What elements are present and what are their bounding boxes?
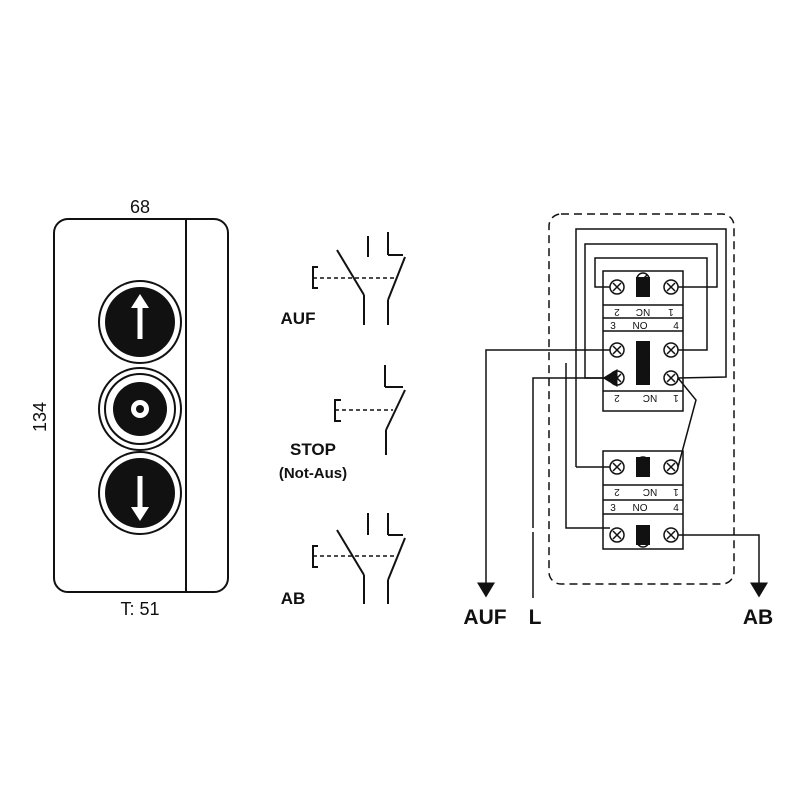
- terminal-label: 2: [614, 486, 620, 497]
- contact-block-upper: [602, 270, 684, 412]
- wiring-diagram: 2 NC 1 3 NO 4 2 NC 1 2 NC 1 3 NO 4: [463, 213, 773, 629]
- wires: [477, 228, 768, 598]
- terminal-label: 3: [610, 503, 616, 514]
- contact-bridges: [636, 272, 650, 548]
- terminal-label: 1: [673, 486, 679, 497]
- terminal-label: NO: [633, 503, 648, 514]
- arrow-down-icon: [131, 476, 149, 521]
- terminal-label: NO: [633, 321, 648, 332]
- stop-switch-label: STOP: [290, 440, 336, 459]
- stop-button: [98, 367, 182, 451]
- depth-dimension: T: 51: [120, 599, 159, 619]
- auf-switch-symbol: AUF: [281, 232, 406, 328]
- auf-output-label: AUF: [463, 606, 506, 629]
- arrow-up-icon: [131, 294, 149, 339]
- up-button: [98, 280, 182, 364]
- terminal-label: 1: [668, 306, 674, 317]
- down-button: [98, 451, 182, 535]
- terminal-label: 4: [673, 503, 679, 514]
- housing-drawing: 68 134 T: 51: [30, 197, 229, 619]
- stop-switch-symbol: STOP (Not-Aus): [279, 365, 406, 482]
- ab-switch-symbol: AB: [281, 513, 406, 608]
- terminal-label: 2: [614, 306, 620, 317]
- stop-switch-sublabel: (Not-Aus): [279, 465, 347, 482]
- terminal-label: 3: [610, 321, 616, 332]
- l-input-label: L: [529, 606, 542, 629]
- housing-outline: [53, 218, 229, 593]
- terminal-label: 1: [673, 392, 679, 403]
- enclosure-boundary: [548, 213, 735, 585]
- ab-output-label: AB: [743, 606, 773, 629]
- terminal-label: NC: [643, 486, 657, 497]
- width-dimension: 68: [130, 197, 150, 217]
- terminal-label: NC: [636, 306, 650, 317]
- terminal-label: 2: [614, 392, 620, 403]
- height-dimension: 134: [30, 402, 50, 432]
- terminal-label: 4: [673, 321, 679, 332]
- terminal-label: NC: [643, 392, 657, 403]
- auf-switch-label: AUF: [281, 309, 316, 328]
- ab-switch-label: AB: [281, 589, 306, 608]
